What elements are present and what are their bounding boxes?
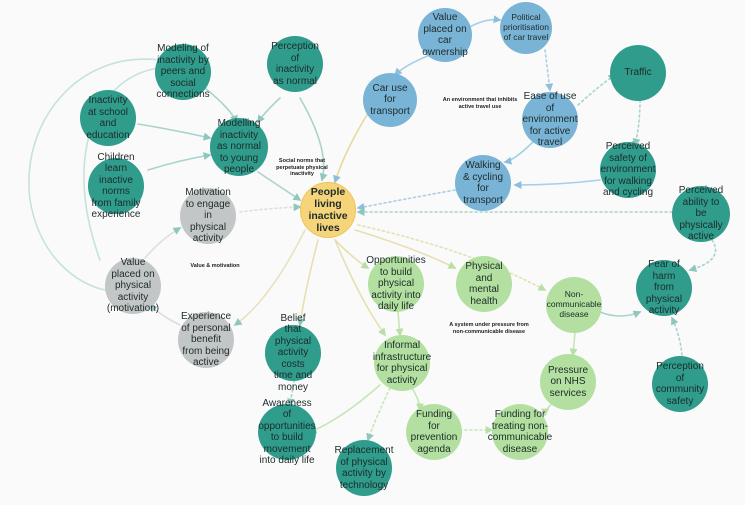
edge-center-to-ncd	[357, 224, 547, 291]
node-traffic[interactable]: Traffic	[610, 45, 666, 101]
node-perceived-safety[interactable]: Perceived safety of environment for walk…	[600, 141, 656, 199]
edge-perception-safety-to-fear	[671, 316, 683, 356]
node-walking-cycling[interactable]: Walking & cycling for transport	[455, 155, 511, 211]
node-label: Modelling inactivity as normal to young …	[217, 118, 261, 176]
edge-center-to-informal	[334, 239, 386, 337]
cluster-label-system-pressure: A system under pressure from non-communi…	[449, 322, 529, 335]
node-inactivity-school[interactable]: Inactivity at school and education	[80, 90, 136, 146]
edge-traffic-to-safety	[632, 99, 641, 147]
node-belief-time[interactable]: Belief that physical activity costs time…	[265, 313, 321, 393]
node-label: Physical and mental health	[465, 261, 503, 307]
node-funding-treating[interactable]: Funding for treating non-communicable di…	[488, 404, 552, 460]
edge-informal-to-awareness	[308, 384, 381, 434]
node-modelling-young[interactable]: Modelling inactivity as normal to young …	[210, 118, 268, 176]
node-label: Pressure on NHS services	[547, 364, 588, 399]
node-label: Motivation to engage in physical activit…	[185, 187, 231, 245]
node-experience[interactable]: Experience of personal benefit from bein…	[178, 311, 234, 369]
edge-center-to-opportunities	[334, 239, 370, 269]
edge-center-to-belief	[296, 239, 319, 327]
node-label: Political prioritisation of car travel	[503, 12, 549, 42]
node-opportunities[interactable]: Opportunities to build physical activity…	[366, 255, 426, 313]
node-fear-harm[interactable]: Fear of harm from physical activity	[636, 259, 692, 317]
cluster-label-environment: An environment that inhibits active trav…	[442, 97, 518, 110]
edge-caruse-to-center	[333, 109, 371, 184]
node-label: Children learn inactive norms from famil…	[91, 151, 141, 221]
edge-opportunities-to-informal	[395, 311, 404, 337]
node-label: Value placed on physical activity (motiv…	[106, 257, 160, 315]
node-modeling-peers[interactable]: Modeling of inactivity by peers and soci…	[155, 43, 211, 101]
node-label: Inactivity at school and education	[86, 95, 130, 141]
node-label: Walking & cycling for transport	[462, 160, 503, 206]
node-value-ownership[interactable]: Value placed on car ownership	[418, 8, 472, 62]
node-label: Funding for treating non-communicable di…	[487, 409, 553, 455]
node-funding-prevention[interactable]: Funding for prevention agenda	[406, 404, 462, 460]
node-label: Perception of community safety	[655, 361, 705, 407]
node-car-use[interactable]: Car use for transport	[363, 73, 417, 127]
edge-perception-to-center	[299, 97, 328, 182]
node-perception-normal[interactable]: Perception of inactivity as normal	[267, 36, 323, 92]
edge-ncd-to-pressure	[569, 331, 578, 357]
cluster-label-value-motivation: Value & motivation	[190, 263, 240, 269]
node-ncd[interactable]: Non-communicable disease	[546, 277, 602, 333]
node-ease-of-use[interactable]: Ease of use of environment for active tr…	[522, 91, 578, 149]
edge-long-loop-peers	[28, 58, 161, 291]
edge-ncd-to-fear	[599, 310, 642, 319]
edge-safety-to-walking	[513, 179, 601, 189]
edge-motivation-to-center	[239, 203, 302, 213]
node-label: Traffic	[624, 67, 652, 79]
edge-ease-to-walking	[503, 139, 536, 165]
node-label: Informal infrastructure for physical act…	[372, 340, 432, 386]
edge-ability-to-fear	[688, 239, 717, 273]
node-perception-safety[interactable]: Perception of community safety	[652, 356, 708, 412]
edge-school-to-modelling	[137, 123, 212, 141]
node-label: Opportunities to build physical activity…	[366, 255, 426, 313]
node-children-learn[interactable]: Children learn inactive norms from famil…	[88, 152, 144, 220]
node-label: Awareness of opportunities to build move…	[258, 397, 316, 467]
edge-modelling-to-center	[257, 171, 302, 201]
cluster-label-social-norms: Social norms that perpetuate physical in…	[276, 158, 328, 178]
node-replacement[interactable]: Replacement of physical activity by tech…	[334, 440, 394, 496]
edge-political-to-ease	[544, 49, 554, 92]
edge-ease-to-traffic	[577, 74, 617, 106]
edge-ownership-to-caruse	[393, 54, 431, 77]
edge-walking-to-center	[356, 189, 456, 211]
node-label: People living inactive lives	[308, 185, 348, 235]
node-label: Fear of harm from physical activity	[645, 259, 683, 317]
node-label: Perception of inactivity as normal	[271, 41, 319, 87]
edge-perception-to-modelling	[257, 97, 281, 124]
node-label: Modeling of inactivity by peers and soci…	[156, 43, 210, 101]
node-label: Perceived safety of environment for walk…	[600, 141, 656, 199]
node-perceived-ability[interactable]: Perceived ability to be physically activ…	[672, 185, 730, 243]
node-label: Experience of personal benefit from bein…	[180, 311, 232, 369]
node-label: Value placed on car ownership	[422, 12, 468, 58]
node-informal[interactable]: Informal infrastructure for physical act…	[372, 335, 432, 391]
node-center[interactable]: People living inactive lives	[300, 182, 356, 238]
node-label: Non-communicable disease	[546, 289, 602, 319]
edge-value-to-motivation	[144, 227, 182, 259]
edge-informal-to-replacement	[366, 387, 391, 442]
node-value-motivation[interactable]: Value placed on physical activity (motiv…	[105, 257, 161, 315]
node-label: Ease of use of environment for active tr…	[522, 91, 578, 149]
node-political[interactable]: Political prioritisation of car travel	[500, 2, 552, 54]
node-label: Perceived ability to be physically activ…	[678, 185, 724, 243]
edge-children-to-modelling	[147, 152, 212, 171]
edge-center-to-experience	[233, 229, 306, 326]
node-motivation[interactable]: Motivation to engage in physical activit…	[180, 187, 236, 245]
edge-center-to-health	[354, 229, 457, 269]
node-pressure-nhs[interactable]: Pressure on NHS services	[540, 354, 596, 410]
node-label: Funding for prevention agenda	[410, 409, 458, 455]
node-label: Car use for transport	[370, 82, 410, 117]
edge-ownership-to-political	[467, 15, 502, 29]
node-label: Belief that physical activity costs time…	[273, 312, 313, 393]
node-awareness[interactable]: Awareness of opportunities to build move…	[258, 398, 316, 466]
node-physical-mental[interactable]: Physical and mental health	[456, 256, 512, 312]
node-label: Replacement of physical activity by tech…	[334, 445, 394, 491]
